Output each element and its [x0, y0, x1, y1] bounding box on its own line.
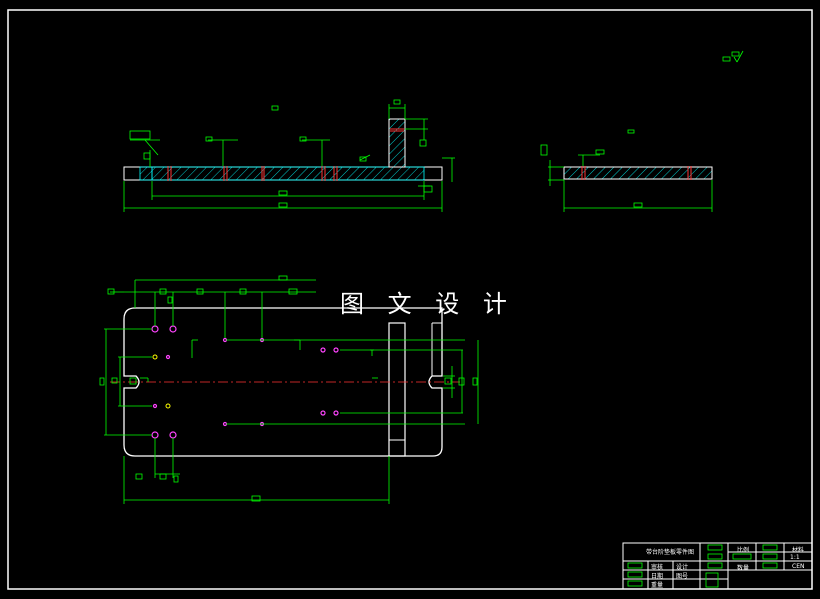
title-block-cell-drawing-no-label: 图号 — [676, 573, 689, 580]
title-block-scale-value: 1:1 — [790, 554, 800, 561]
sheet-border — [7, 9, 813, 590]
title-block-cell-review-label: 审核 — [651, 564, 664, 571]
title-block-drawing-title: 带台阶垫板零件图 — [646, 549, 695, 556]
title-block-cell-material-label: 材料 — [792, 547, 805, 554]
title-block-sheet-value: CEN — [792, 563, 805, 570]
title-block-cell-scale-label: 比例 — [737, 547, 750, 554]
front-section-view — [123, 99, 455, 212]
title-block-cell-quantity-label: 数量 — [737, 565, 750, 572]
side-section-view — [540, 129, 713, 212]
title-block-cell-weight-label: 重量 — [651, 582, 664, 589]
title-block — [622, 542, 813, 590]
title-block-cell-date-label: 日期 — [651, 573, 664, 580]
watermark-text: 图 文 设 计 — [340, 290, 515, 318]
surface-roughness-symbol — [722, 50, 744, 63]
title-block-cell-design-label: 设计 — [676, 564, 689, 571]
plan-view — [99, 275, 479, 504]
